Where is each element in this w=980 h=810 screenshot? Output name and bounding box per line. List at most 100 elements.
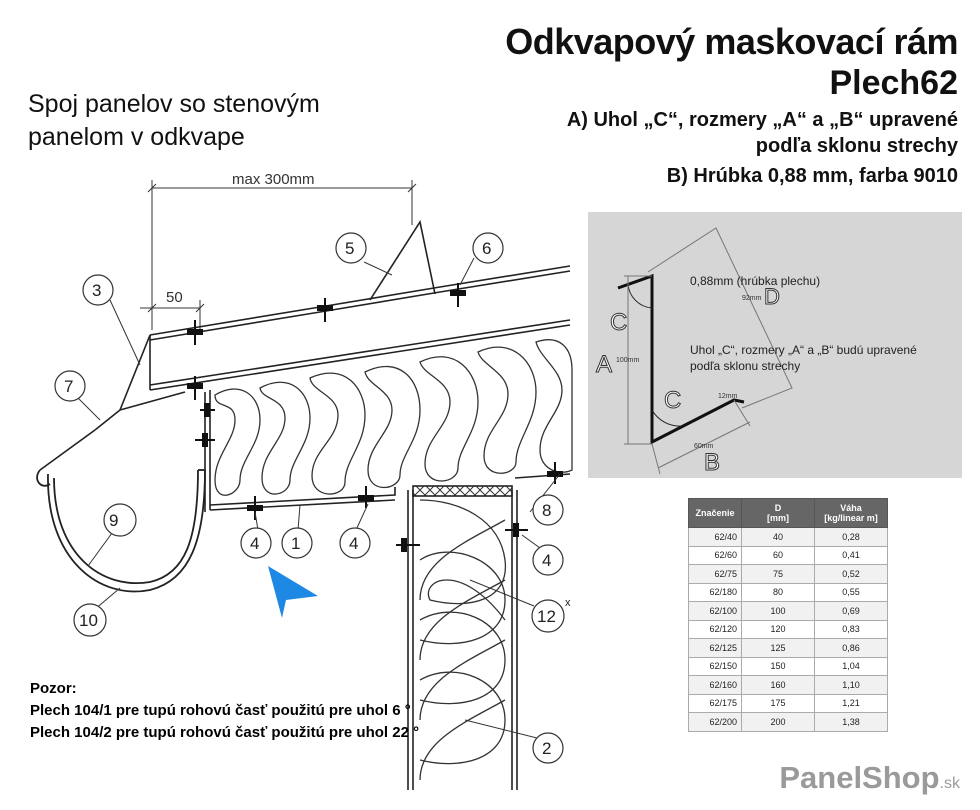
product-code: Plech62 (829, 64, 958, 102)
screw (200, 403, 215, 417)
cell-weight: 0,28 (814, 527, 888, 547)
callout-3: 3 (82, 274, 114, 306)
table-header-row: Značenie D[mm] Váha[kg/linear m] (688, 498, 888, 528)
cell-d: 120 (741, 619, 815, 639)
screw (317, 298, 333, 322)
roof-panel (149, 219, 571, 512)
callouts: 3 7 9 10 5 6 4 1 4 8 4 12 x 2 (54, 232, 571, 764)
cell-weight: 0,86 (814, 638, 888, 658)
cell-weight: 1,38 (814, 712, 888, 732)
detail-thickness-label: 0,88mm (hrúbka plechu) (690, 274, 820, 288)
eave-flashing (39, 334, 186, 471)
detail-letter-c-bottom: C (664, 387, 681, 414)
callout-4-left: 4 (339, 527, 371, 559)
detail-d-dim: 92mm (742, 295, 762, 302)
callout-9: 8 (532, 494, 564, 526)
detail-a-dim: 100mm (616, 357, 640, 364)
screw (187, 320, 203, 345)
cell-marking: 62/180 (688, 582, 742, 602)
svg-text:7: 7 (64, 377, 73, 396)
svg-text:3: 3 (92, 281, 101, 300)
callout-1: 1 (281, 527, 313, 559)
detail-letter-d: D (764, 284, 780, 309)
col-header-d: D[mm] (741, 498, 815, 528)
cell-d: 125 (741, 638, 815, 658)
svg-text:12: 12 (537, 607, 556, 626)
cell-marking: 62/150 (688, 656, 742, 676)
screw (358, 486, 374, 508)
spec-a-line2: podľa sklonu strechy (755, 135, 958, 157)
spec-b: B) Hrúbka 0,88 mm, farba 9010 (666, 165, 958, 187)
svg-text:x: x (565, 597, 571, 609)
svg-text:6: 6 (482, 239, 491, 258)
cell-weight: 0,41 (814, 545, 888, 565)
cell-marking: 62/60 (688, 545, 742, 565)
dim-max300-label: max 300mm (232, 171, 315, 188)
callout-4-right: 4 (532, 544, 564, 576)
drawing-caption: Spoj panelov so stenovým panelom v odkva… (28, 88, 408, 154)
callout-5: 4 (240, 527, 272, 559)
svg-text:9: 9 (109, 511, 118, 530)
pointer-arrow-icon (268, 566, 318, 618)
cell-marking: 62/40 (688, 527, 742, 547)
cell-marking: 62/125 (688, 638, 742, 658)
cell-d: 80 (741, 582, 815, 602)
cell-d: 200 (741, 712, 815, 732)
note-line-1: Plech 104/1 pre tupú rohovú časť použitú… (30, 702, 411, 719)
cell-marking: 62/200 (688, 712, 742, 732)
cell-d: 60 (741, 545, 815, 565)
callout-11: 10 (73, 603, 107, 637)
cell-d: 75 (741, 564, 815, 584)
wall-panel (407, 485, 518, 790)
page-title: Odkvapový maskovací rám (505, 21, 958, 62)
cell-d: 150 (741, 656, 815, 676)
svg-text:1: 1 (291, 534, 300, 553)
cell-weight: 0,69 (814, 601, 888, 621)
detail-letter-b: B (704, 449, 720, 476)
col-header-weight: Váha[kg/linear m] (814, 498, 888, 528)
cell-marking: 62/120 (688, 619, 742, 639)
cell-marking: 62/160 (688, 675, 742, 695)
screw (195, 433, 215, 447)
roof-insulation (214, 339, 573, 496)
cell-weight: 0,55 (814, 582, 888, 602)
dim-50-label: 50 (166, 289, 183, 306)
cell-d: 160 (741, 675, 815, 695)
screw (450, 283, 466, 307)
detail-b-dim: 60mm (694, 443, 714, 450)
callout-10: 9 (103, 503, 137, 537)
detail-letter-a: A (596, 351, 612, 378)
svg-text:8: 8 (542, 501, 551, 520)
cell-d: 100 (741, 601, 815, 621)
detail-lip-dim: 12mm (718, 393, 738, 400)
gutter (36, 469, 206, 593)
note-line-2: Plech 104/2 pre tupú rohovú časť použitú… (30, 724, 420, 741)
callout-12: 12 x (531, 597, 571, 633)
callout-6: 5 (335, 232, 367, 264)
cell-weight: 1,21 (814, 693, 888, 713)
dimension-max300 (147, 180, 417, 330)
svg-text:4: 4 (250, 534, 259, 553)
profile-detail-drawing: C A 100mm C B 60mm 12mm 0,88mm (hrúbka p… (596, 227, 917, 477)
detail-note-line1: Uhol „C“, rozmery „A“ a „B“ budú upraven… (690, 343, 917, 357)
screw (247, 496, 263, 520)
caption-line-2: panelom v odkvape (28, 123, 245, 151)
cell-weight: 0,52 (814, 564, 888, 584)
svg-text:2: 2 (542, 739, 551, 758)
dimension-50 (140, 300, 205, 330)
note-heading: Pozor: (30, 680, 77, 697)
cell-marking: 62/75 (688, 564, 742, 584)
callout-2: 2 (532, 732, 564, 764)
cell-weight: 1,04 (814, 656, 888, 676)
warning-note: Pozor: Plech 104/1 pre tupú rohovú časť … (30, 678, 419, 744)
svg-text:4: 4 (542, 551, 551, 570)
svg-text:10: 10 (79, 611, 98, 630)
